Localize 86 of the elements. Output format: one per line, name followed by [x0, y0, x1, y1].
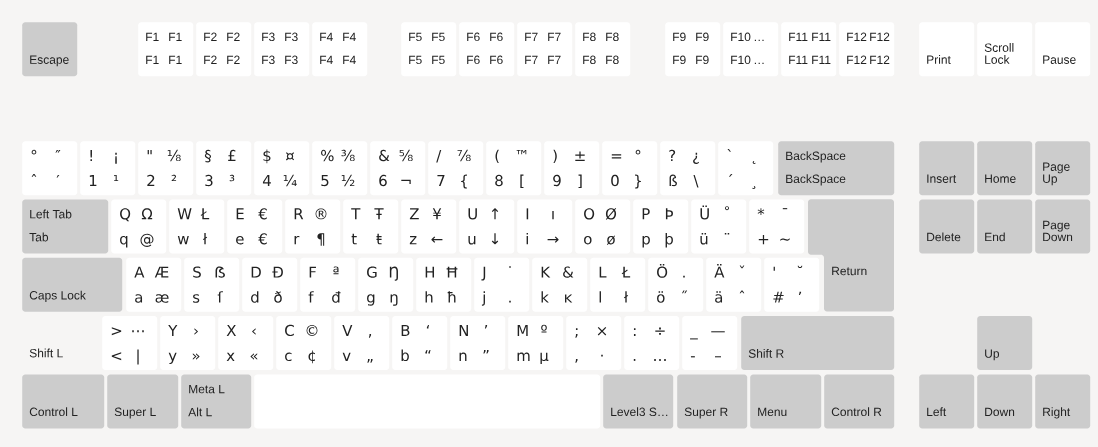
key: J ˙ j .	[474, 257, 530, 312]
key: Page Down	[1035, 199, 1091, 254]
key: E € e €	[227, 199, 283, 254]
key: Up	[977, 316, 1033, 371]
key: § £ 3 ³	[196, 141, 252, 196]
key: ! ¡ 1 ¹	[80, 141, 136, 196]
key: Ü ˚ ü ¨	[691, 199, 747, 254]
key: End	[977, 199, 1033, 254]
key: ' ˘ # ’	[764, 257, 820, 312]
key: P Þ p þ	[633, 199, 689, 254]
key: B ‘ b “	[392, 316, 448, 371]
key: Home	[977, 141, 1033, 196]
key: ° ″ ˆ ′	[22, 141, 78, 196]
key: : ÷ . …	[624, 316, 680, 371]
key: Meta L Alt L	[181, 374, 252, 429]
key: Caps Lock	[22, 257, 123, 312]
key: C © c ¢	[276, 316, 332, 371]
key: F8 F8 F8 F8	[575, 22, 631, 77]
key: F9 F9 F9 F9	[665, 22, 721, 77]
key: Control L	[22, 374, 105, 429]
key: Shift R	[741, 316, 895, 371]
key: Q Ω q @	[111, 199, 167, 254]
key: F7 F7 F7 F7	[517, 22, 573, 77]
key: F11 F11 F11 F11	[781, 22, 837, 77]
key: > ⋯ < |	[102, 316, 158, 371]
key: ` ˛ ´ ¸	[718, 141, 774, 196]
key: F3 F3 F3 F3	[254, 22, 310, 77]
key: U ↑ u ↓	[459, 199, 515, 254]
key: Return	[808, 199, 894, 312]
key: V ‚ v „	[334, 316, 390, 371]
key: S ẞ s ſ	[184, 257, 240, 312]
key: D Ð d ð	[242, 257, 298, 312]
key: Super R	[677, 374, 748, 429]
key: Y › y »	[160, 316, 216, 371]
key: ? ¿ ß \	[660, 141, 716, 196]
key: $ ¤ 4 ¼	[254, 141, 310, 196]
key: F2 F2 F2 F2	[196, 22, 252, 77]
key: A Æ a æ	[126, 257, 182, 312]
key: Down	[977, 374, 1033, 429]
key: F12 F12 F12 F12	[839, 22, 895, 77]
key: Scroll Lock	[977, 22, 1033, 77]
key: Delete	[919, 199, 975, 254]
key: F5 F5 F5 F5	[401, 22, 457, 77]
key: F10 … F10 …	[723, 22, 779, 77]
key: Left Tab Tab	[22, 199, 109, 254]
key: Insert	[919, 141, 975, 196]
key-label: Shift L	[29, 348, 63, 358]
key: " ⅛ 2 ²	[138, 141, 194, 196]
key: * ¯ + ~	[749, 199, 805, 254]
key: H Ħ h ħ	[416, 257, 472, 312]
key: L Ł l ł	[590, 257, 646, 312]
key: % ⅜ 5 ½	[312, 141, 368, 196]
key: M º m µ	[508, 316, 564, 371]
key: / ⅞ 7 {	[428, 141, 484, 196]
key: F1 F1 F1 F1	[138, 22, 194, 77]
key: Level3 S…	[603, 374, 674, 429]
key: Right	[1035, 374, 1091, 429]
key: Print	[919, 22, 975, 77]
key: R ® r ¶	[285, 199, 341, 254]
key: Z ¥ z ←	[401, 199, 457, 254]
key: Ö . ö ˝	[648, 257, 704, 312]
key: ( ™ 8 [	[486, 141, 542, 196]
key: I ı i →	[517, 199, 573, 254]
key: F ª f đ	[300, 257, 356, 312]
key: ) ± 9 ]	[544, 141, 600, 196]
key: T Ŧ t ŧ	[343, 199, 399, 254]
key: Page Up	[1035, 141, 1091, 196]
key: & ⅝ 6 ¬	[370, 141, 426, 196]
key: X ‹ x «	[218, 316, 274, 371]
key: Escape	[22, 22, 78, 77]
key: Super L	[107, 374, 179, 429]
key: Ä ˇ ä ˆ	[706, 257, 762, 312]
key: Pause	[1035, 22, 1091, 77]
key: O Ø o ø	[575, 199, 631, 254]
key: ; × , ·	[566, 316, 622, 371]
key: Menu	[750, 374, 822, 429]
key: = ° 0 }	[602, 141, 658, 196]
key: N ’ n ”	[450, 316, 506, 371]
key: _ — - –	[682, 316, 738, 371]
key: G Ŋ g ŋ	[358, 257, 414, 312]
key: Left	[919, 374, 975, 429]
key: F6 F6 F6 F6	[459, 22, 515, 77]
key: F4 F4 F4 F4	[312, 22, 368, 77]
key: Control R	[824, 374, 895, 429]
key: W Ł w ł	[169, 199, 225, 254]
key: BackSpace BackSpace	[778, 141, 895, 196]
